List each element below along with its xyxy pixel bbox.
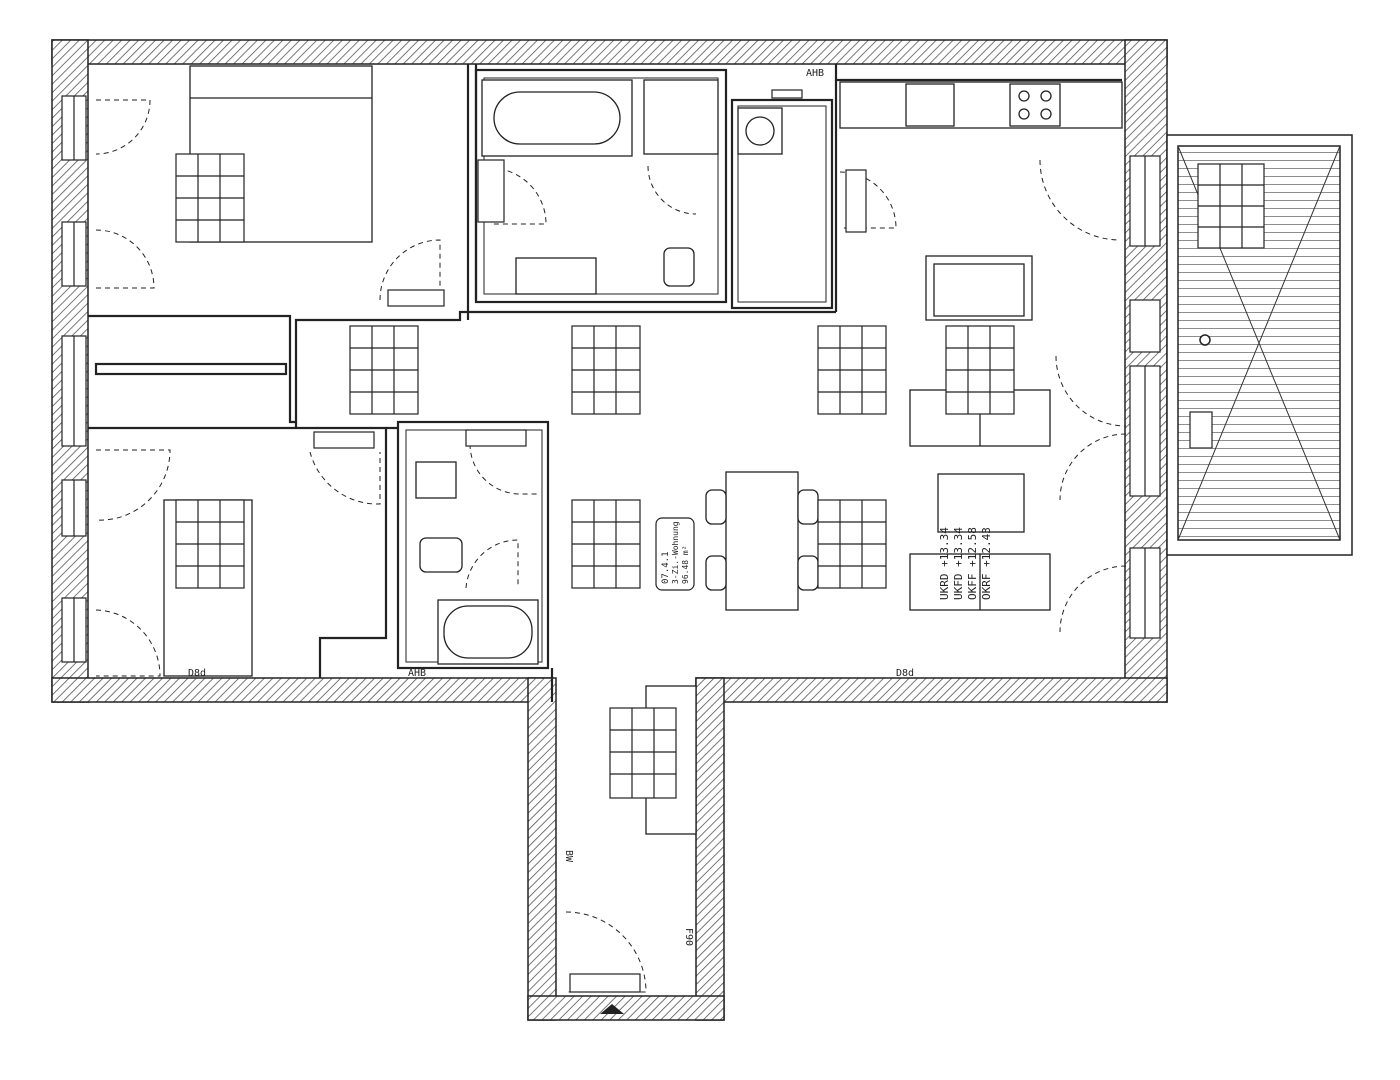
- room-tag: [175, 153, 245, 243]
- kitchen-counter: [839, 81, 1123, 129]
- room-tag: [609, 707, 677, 799]
- windows-left: [61, 95, 87, 663]
- level-okrf: OKRF +12.43: [980, 527, 993, 600]
- room-tag: [945, 325, 1015, 415]
- entrance-door-swing: [565, 911, 647, 993]
- apartment-tag: 07.4.1 3-Zi.-Wohnung 96.48 m²: [655, 517, 695, 591]
- level-okff: OKFF +12.58: [966, 527, 979, 600]
- door-tag: [569, 973, 641, 993]
- door-swing: [1039, 159, 1121, 241]
- door-tag: [1189, 411, 1213, 449]
- room-tag: [817, 499, 887, 589]
- door-tag: [465, 429, 527, 447]
- coffee-table: [937, 473, 1025, 533]
- door-swing: [95, 229, 155, 289]
- door-swing: [1059, 433, 1127, 501]
- room-tag: [175, 499, 245, 589]
- room-tag: [817, 325, 887, 415]
- cooktop: [1009, 83, 1061, 127]
- wall-label-corridor: BW: [563, 850, 574, 863]
- kitchen-sink: [905, 83, 955, 127]
- room-tag: [1197, 163, 1265, 249]
- doors: [95, 99, 1127, 993]
- door-swing: [309, 451, 381, 505]
- washbasin-2: [415, 461, 457, 499]
- door-swing: [1059, 565, 1127, 633]
- room-tag: [349, 325, 419, 415]
- wall-label-corridor-right: F90: [683, 928, 694, 946]
- shower-tray: [643, 79, 719, 155]
- windows-right: [1129, 155, 1161, 639]
- apartment-name: 3-Zi.-Wohnung: [671, 521, 680, 584]
- room-tag: [571, 499, 641, 589]
- level-readouts: UKRD +13.34 UKFD +13.34 OKFF +12.58 OKRF…: [938, 527, 993, 600]
- toilet: [663, 247, 695, 287]
- wall-labels: AHB D8d D8d AHB BW F90: [188, 68, 914, 946]
- door-tag: [313, 431, 375, 449]
- bathtub-basin: [493, 91, 621, 145]
- toilet-2: [419, 537, 463, 573]
- door-swing: [1055, 355, 1127, 427]
- door-swing: [465, 539, 519, 589]
- door-tag: [845, 169, 867, 233]
- apartment-area: 96.48 m²: [681, 545, 690, 584]
- chair: [705, 555, 727, 591]
- door-swing: [95, 609, 161, 677]
- chair: [797, 555, 819, 591]
- door-swing: [95, 449, 171, 521]
- door-swing: [379, 239, 441, 301]
- room-tags: [175, 89, 1265, 993]
- door-tag: [387, 289, 445, 307]
- door-swing: [647, 165, 697, 215]
- wall-label-bottom-right: D8d: [896, 668, 914, 679]
- washbasin: [515, 257, 597, 295]
- door-tag: [771, 89, 803, 99]
- wall-label-bottom-left: D8d: [188, 668, 206, 679]
- wall-label-bath2: AHB: [408, 668, 426, 679]
- chair: [797, 489, 819, 525]
- entrance-arrow-icon: [600, 1004, 624, 1014]
- washing-machine-drum: [745, 116, 775, 146]
- level-ukrd: UKRD +13.34: [938, 527, 951, 600]
- room-tag: [571, 325, 641, 415]
- level-ukfd: UKFD +13.34: [952, 527, 965, 600]
- door-swing: [95, 99, 151, 155]
- wall-label-top: AHB: [806, 68, 824, 79]
- chair: [705, 489, 727, 525]
- door-swing: [469, 443, 540, 495]
- interior-walls: [88, 64, 1122, 702]
- apartment-id: 07.4.1: [661, 551, 671, 584]
- dining-table: [725, 471, 799, 611]
- door-tag: [477, 159, 505, 223]
